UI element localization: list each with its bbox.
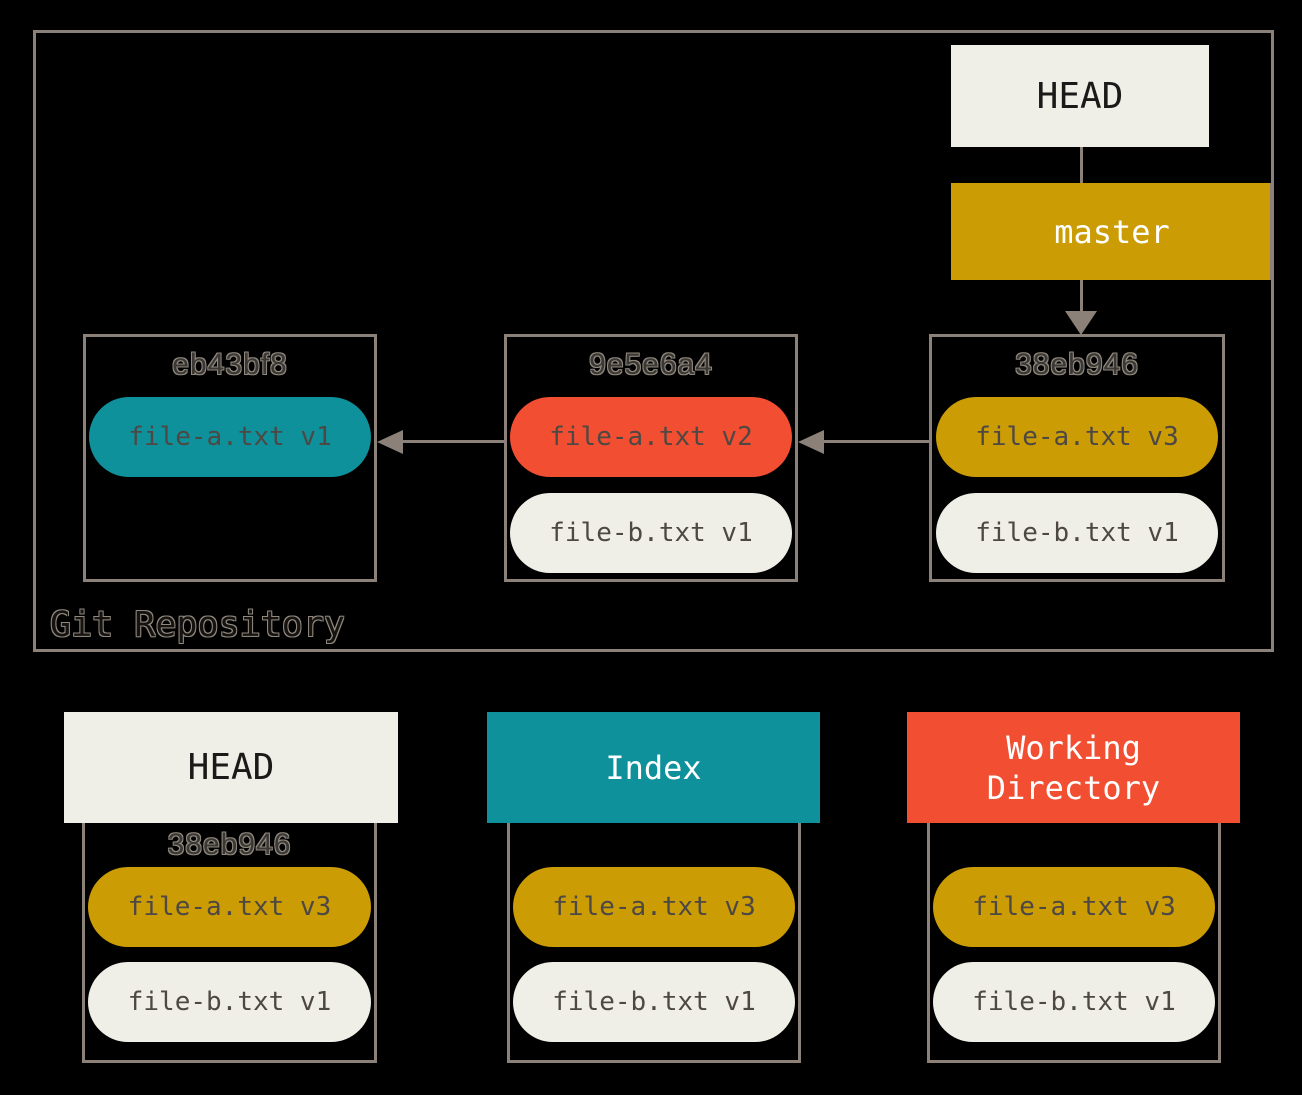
git-repository-label: Git Repository bbox=[50, 605, 346, 645]
master-to-commit-line bbox=[1080, 280, 1083, 313]
area-header-index: Index bbox=[487, 712, 820, 823]
repository-border-overlay bbox=[1270, 183, 1273, 280]
area-box-head: 38eb946 file-a.txt v3 file-b.txt v1 bbox=[82, 823, 377, 1063]
file-pill-a-v1: file-a.txt v1 bbox=[89, 397, 371, 477]
area-working-directory-hash bbox=[930, 825, 1218, 865]
file-pill-a-v3: file-a.txt v3 bbox=[88, 867, 371, 947]
file-pill-a-v3: file-a.txt v3 bbox=[936, 397, 1218, 477]
commit-box-9e5e6a4: 9e5e6a4 file-a.txt v2 file-b.txt v1 bbox=[504, 334, 798, 582]
git-repository-box bbox=[33, 30, 1274, 652]
commit-hash: 9e5e6a4 bbox=[589, 348, 713, 381]
area-header-working-directory-label: Working Directory bbox=[986, 728, 1161, 807]
area-box-working-directory: file-a.txt v3 file-b.txt v1 bbox=[927, 823, 1221, 1063]
commit-hash: 38eb946 bbox=[1015, 348, 1139, 381]
commit3-to-commit2-line bbox=[820, 440, 930, 443]
file-pill-b-v1: file-b.txt v1 bbox=[933, 962, 1215, 1042]
commit-hash: eb43bf8 bbox=[172, 348, 288, 381]
file-pill-a-v3: file-a.txt v3 bbox=[933, 867, 1215, 947]
commit-box-eb43bf8: eb43bf8 file-a.txt v1 bbox=[83, 334, 377, 582]
commit-box-38eb946: 38eb946 file-a.txt v3 file-b.txt v1 bbox=[929, 334, 1225, 582]
file-pill-a-v2: file-a.txt v2 bbox=[510, 397, 792, 477]
master-branch-box: master bbox=[951, 183, 1273, 280]
head-ref-label: HEAD bbox=[1036, 75, 1124, 117]
area-header-head-label: HEAD bbox=[187, 747, 275, 788]
area-box-index: file-a.txt v3 file-b.txt v1 bbox=[507, 823, 801, 1063]
area-head-hash: 38eb946 bbox=[167, 828, 292, 861]
arrowhead-down-icon bbox=[1065, 311, 1097, 335]
arrowhead-left-icon bbox=[798, 430, 824, 454]
master-branch-label: master bbox=[1054, 212, 1170, 251]
head-ref-box: HEAD bbox=[951, 45, 1209, 147]
file-pill-b-v1: file-b.txt v1 bbox=[513, 962, 795, 1042]
commit2-to-commit1-line bbox=[399, 440, 506, 443]
file-pill-a-v3: file-a.txt v3 bbox=[513, 867, 795, 947]
head-to-master-line bbox=[1080, 147, 1083, 183]
file-pill-b-v1: file-b.txt v1 bbox=[510, 493, 792, 573]
area-index-hash bbox=[510, 825, 798, 865]
area-header-working-directory: Working Directory bbox=[907, 712, 1240, 823]
arrowhead-left-icon bbox=[377, 430, 403, 454]
area-header-head: HEAD bbox=[64, 712, 398, 823]
area-header-index-label: Index bbox=[605, 748, 702, 787]
file-pill-b-v1: file-b.txt v1 bbox=[936, 493, 1218, 573]
file-pill-b-v1: file-b.txt v1 bbox=[88, 962, 371, 1042]
